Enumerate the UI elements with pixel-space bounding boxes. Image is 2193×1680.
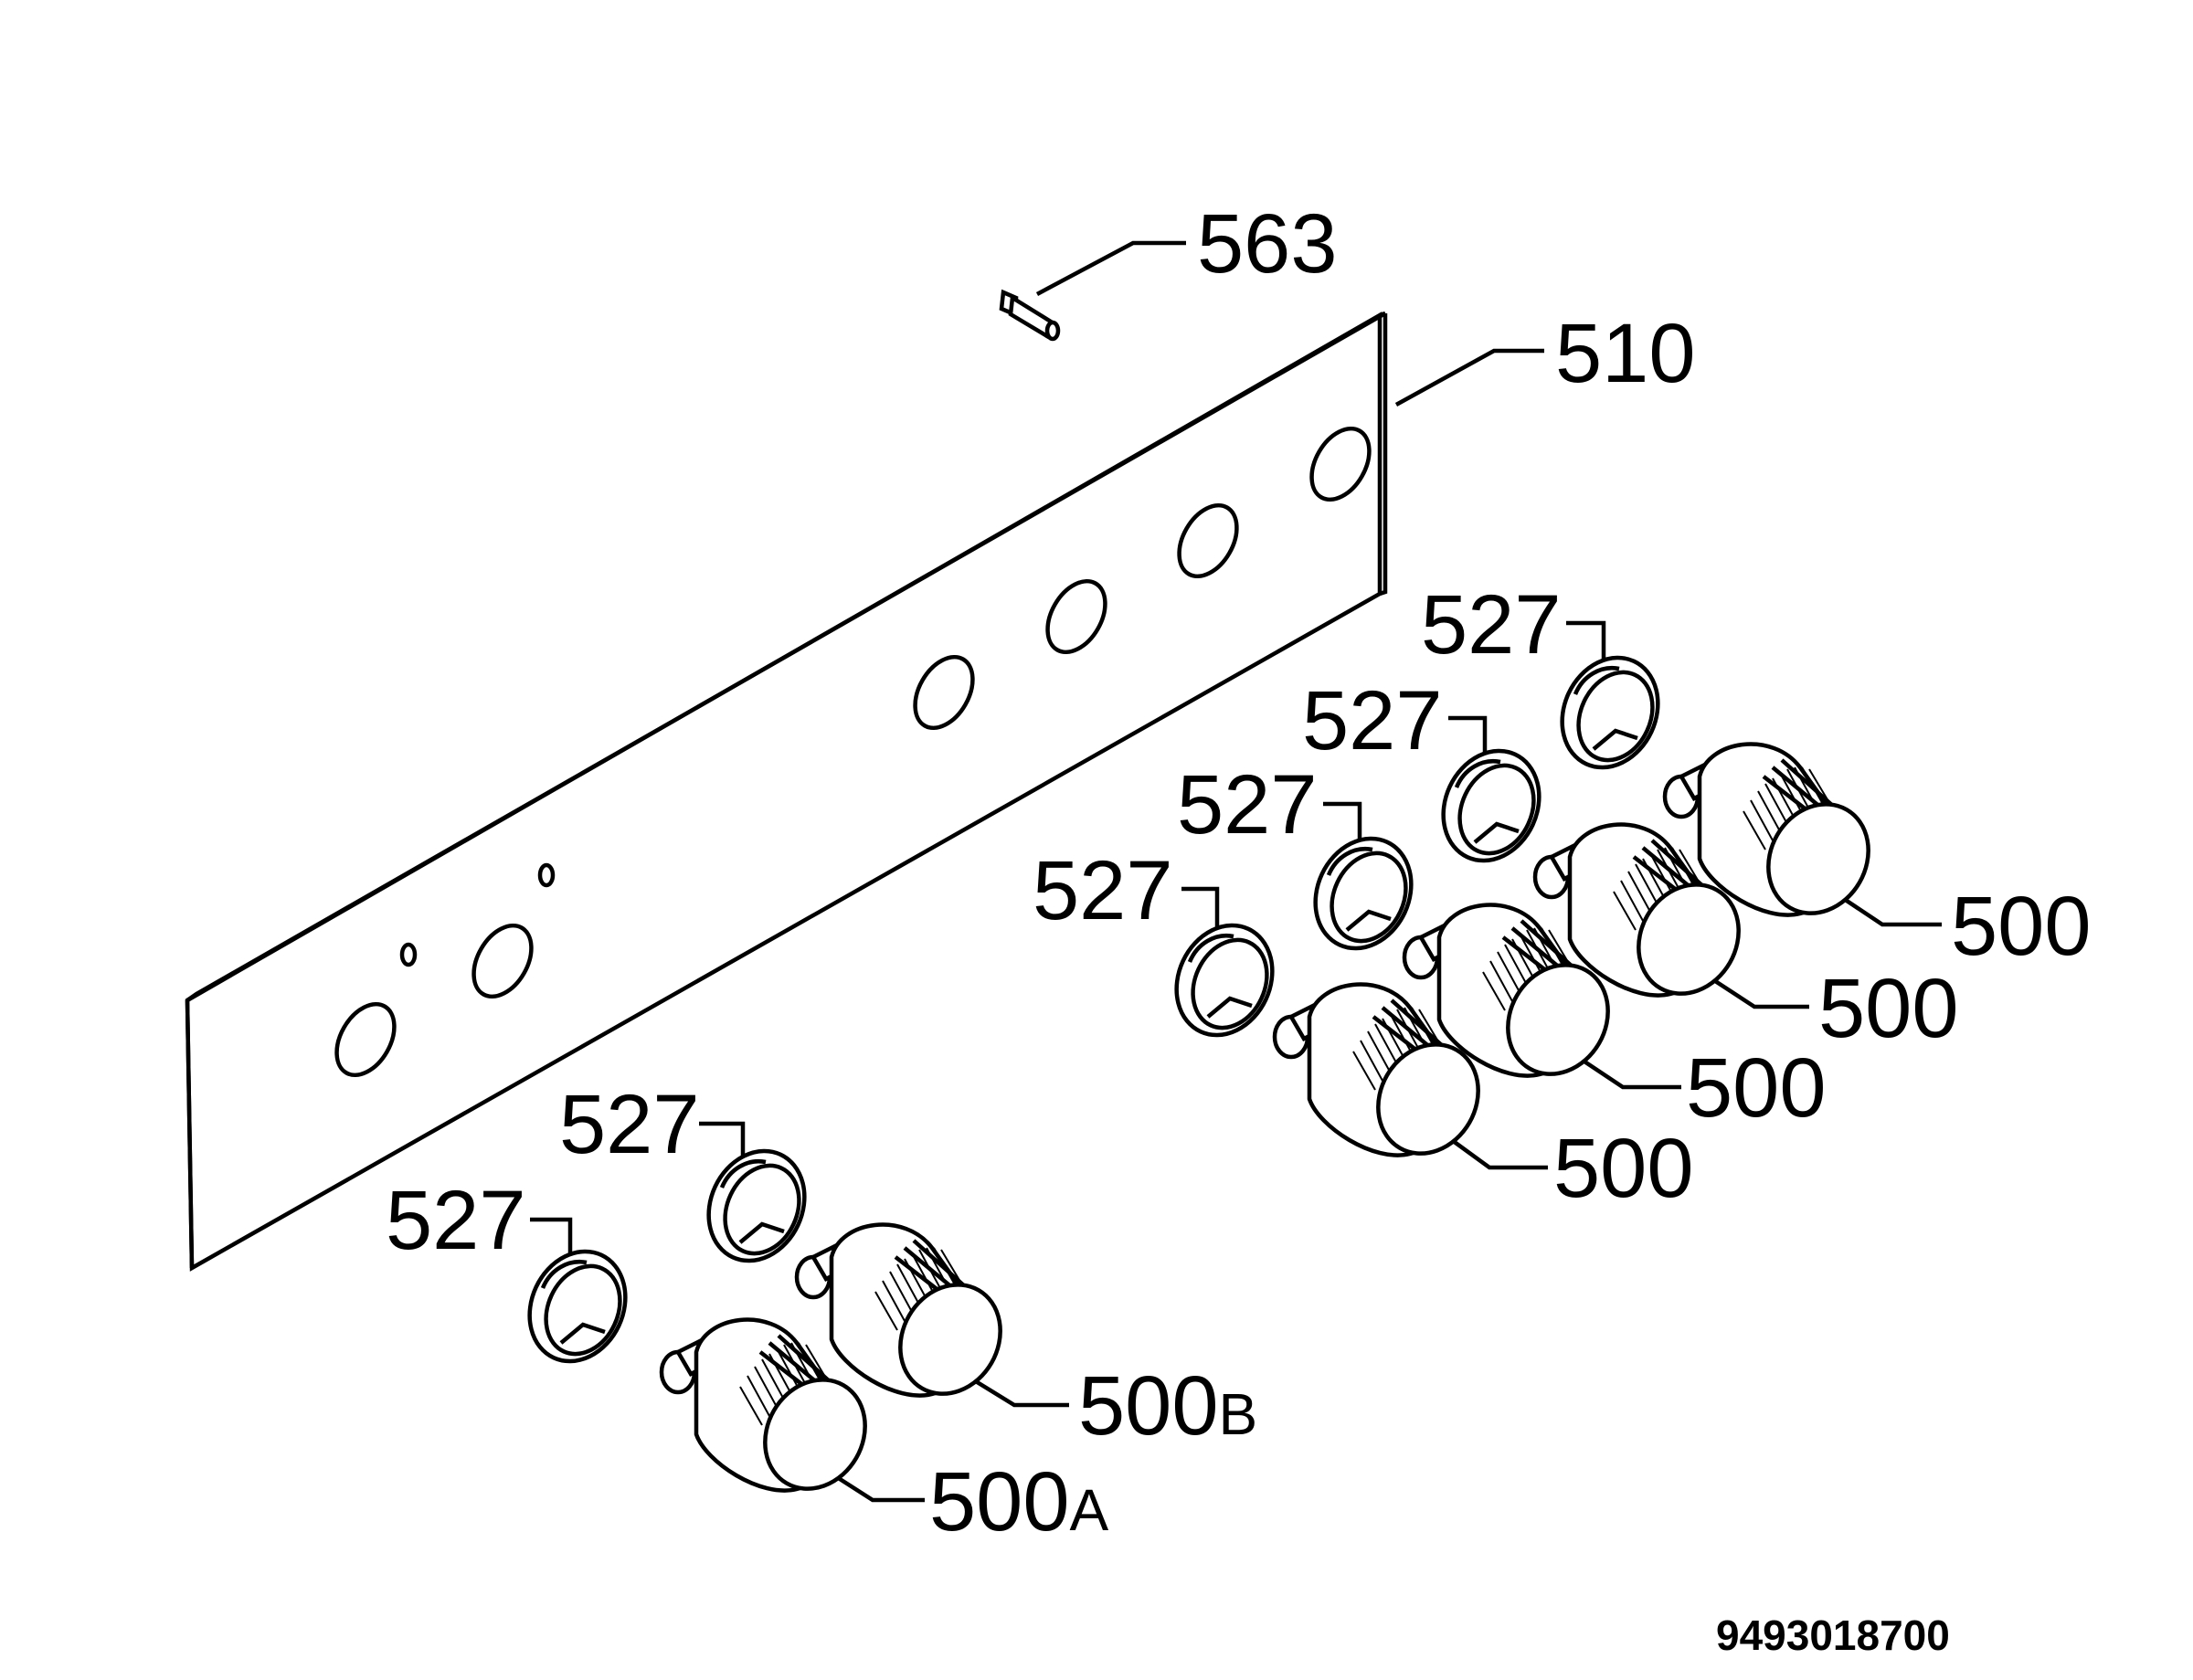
leader-lines <box>530 240 1942 1503</box>
label-knob-2: 500 <box>1818 962 1959 1055</box>
label-knob-a: 500A <box>929 1455 1109 1548</box>
label-panel: 510 <box>1555 307 1696 400</box>
label-knob-1: 500 <box>1951 880 2092 973</box>
label-screw: 563 <box>1197 197 1338 291</box>
label-knob-4: 500 <box>1553 1122 1694 1215</box>
label-bezel-2: 527 <box>1302 674 1443 767</box>
panel-holes <box>334 426 1372 1078</box>
label-bezel-3: 527 <box>1177 758 1318 851</box>
label-bezel-5: 527 <box>559 1078 700 1171</box>
control-panel <box>185 311 1388 1272</box>
document-number: 9493018700 <box>1716 1611 1950 1659</box>
label-bezel-4: 527 <box>1033 844 1173 937</box>
label-bezel-6: 527 <box>386 1174 526 1267</box>
label-bezel-1: 527 <box>1421 578 1562 671</box>
screw <box>999 289 1061 342</box>
label-knob-b: 500B <box>1078 1359 1257 1453</box>
label-knob-3: 500 <box>1686 1041 1827 1135</box>
